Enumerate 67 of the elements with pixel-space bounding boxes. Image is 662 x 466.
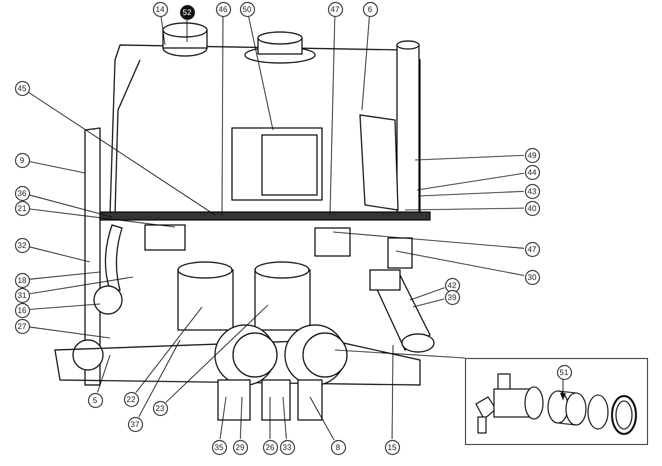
leader-line: [220, 396, 226, 440]
leader-line: [310, 396, 334, 440]
callout-number: 5: [88, 392, 102, 408]
leader-line: [30, 272, 100, 280]
leader-line: [416, 172, 524, 190]
callout-number: 22: [124, 392, 138, 406]
callout-number: 9: [14, 152, 30, 168]
callout-number: 37: [128, 416, 142, 432]
callout-number: 31: [14, 288, 30, 302]
callout-number: 14: [152, 2, 168, 16]
leader-line: [412, 298, 445, 308]
leader-line: [186, 20, 188, 42]
callout-number: 29: [232, 440, 248, 454]
callout-number: 51: [556, 364, 572, 380]
callout-number: 43: [524, 184, 540, 198]
callout-number: 47: [524, 242, 540, 256]
callout-number: 26: [262, 440, 278, 454]
callout-number: 50: [240, 2, 254, 16]
leader-line: [392, 344, 394, 440]
callout-number: 42: [444, 278, 460, 292]
leader-line: [396, 250, 525, 276]
leader-line: [240, 396, 242, 440]
callout-number: 8: [330, 440, 346, 454]
callout-number: 32: [14, 238, 30, 252]
callout-number: 16: [14, 302, 30, 318]
leader-line: [29, 161, 86, 174]
leader-line: [30, 276, 134, 294]
callout-number: 36: [14, 186, 30, 200]
leader-line: [410, 287, 445, 300]
leader-line: [28, 92, 216, 216]
callout-number: 15: [384, 440, 400, 454]
leader-line: [332, 232, 524, 249]
callout-number: 47: [328, 2, 342, 16]
callout-number: 35: [212, 440, 226, 454]
detail-inset: [465, 358, 648, 445]
callout-number: 45: [14, 80, 30, 96]
leader-line: [30, 208, 176, 228]
callout-number: 18: [14, 272, 30, 288]
leader-arrow: [560, 378, 566, 400]
leader-line: [222, 16, 224, 216]
leader-line: [30, 326, 110, 338]
leader-line: [330, 16, 336, 216]
callout-number: 6: [362, 2, 378, 16]
leader-line: [248, 16, 274, 130]
callout-number: 33: [280, 440, 294, 454]
leader-line: [29, 194, 112, 218]
callout-number: 40: [524, 200, 540, 216]
leader-line: [29, 246, 90, 262]
leader-line: [282, 396, 287, 440]
callout-number: 46: [216, 2, 230, 16]
leader-line: [135, 306, 202, 394]
leader-line: [30, 304, 100, 310]
leader-line: [334, 350, 466, 358]
leader-line: [414, 154, 524, 160]
callout-number: 39: [444, 290, 460, 304]
leader-line: [160, 16, 166, 46]
leader-line: [404, 208, 524, 210]
callout-number: 52: [180, 4, 194, 20]
leader-line: [165, 304, 268, 403]
callout-number: 49: [524, 148, 540, 162]
leader-line: [362, 16, 370, 110]
callout-number: 30: [524, 270, 540, 284]
callout-number: 21: [14, 200, 30, 216]
callout-number: 44: [524, 164, 540, 180]
leader-line: [418, 190, 524, 196]
callout-number: 27: [14, 318, 30, 334]
callout-number: 23: [152, 400, 168, 416]
